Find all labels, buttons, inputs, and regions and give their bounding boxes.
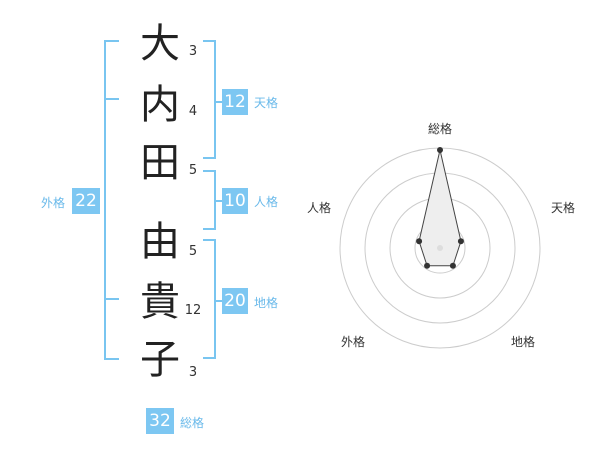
radar-axis-label-gaikaku: 外格	[341, 335, 366, 349]
chikaku-label: 地格	[254, 296, 279, 310]
radar-point	[424, 262, 431, 269]
stroke-count-5: 12	[184, 303, 202, 318]
stroke-count-6: 3	[188, 365, 198, 380]
name-char-1: 大	[140, 21, 180, 67]
name-char-6: 子	[140, 337, 180, 383]
tenkaku-label: 天格	[254, 96, 279, 110]
radar-center	[437, 245, 443, 251]
radar-axis-label-tenkaku: 天格	[551, 201, 576, 215]
radar-point	[437, 147, 443, 153]
radar-axis-label-chikaku: 地格	[511, 335, 536, 349]
radar-point	[449, 262, 456, 269]
stroke-count-3: 5	[188, 163, 198, 178]
name-char-3: 田	[140, 140, 180, 186]
gaikaku-label: 外格	[41, 196, 66, 210]
radar-point	[416, 238, 423, 245]
radar-point	[457, 238, 464, 245]
chikaku-value-badge: 20	[222, 288, 248, 314]
jinkaku-value-badge: 10	[222, 188, 248, 214]
name-char-2: 内	[140, 82, 180, 128]
gaikaku-value-badge: 22	[72, 188, 100, 214]
name-char-4: 由	[140, 219, 180, 265]
jinkaku-label: 人格	[254, 195, 279, 209]
stroke-count-2: 4	[188, 104, 198, 119]
radar-polygon	[418, 149, 462, 267]
stroke-count-4: 5	[188, 244, 198, 259]
soukaku-value-badge: 32	[146, 408, 174, 434]
radar-axis-label-jinkaku: 人格	[307, 201, 332, 215]
name-char-5: 貴	[140, 279, 180, 325]
tenkaku-value-badge: 12	[222, 89, 248, 115]
stroke-count-1: 3	[188, 44, 198, 59]
radar-axis-label-soukaku: 総格	[428, 122, 453, 136]
soukaku-label: 総格	[180, 416, 205, 430]
